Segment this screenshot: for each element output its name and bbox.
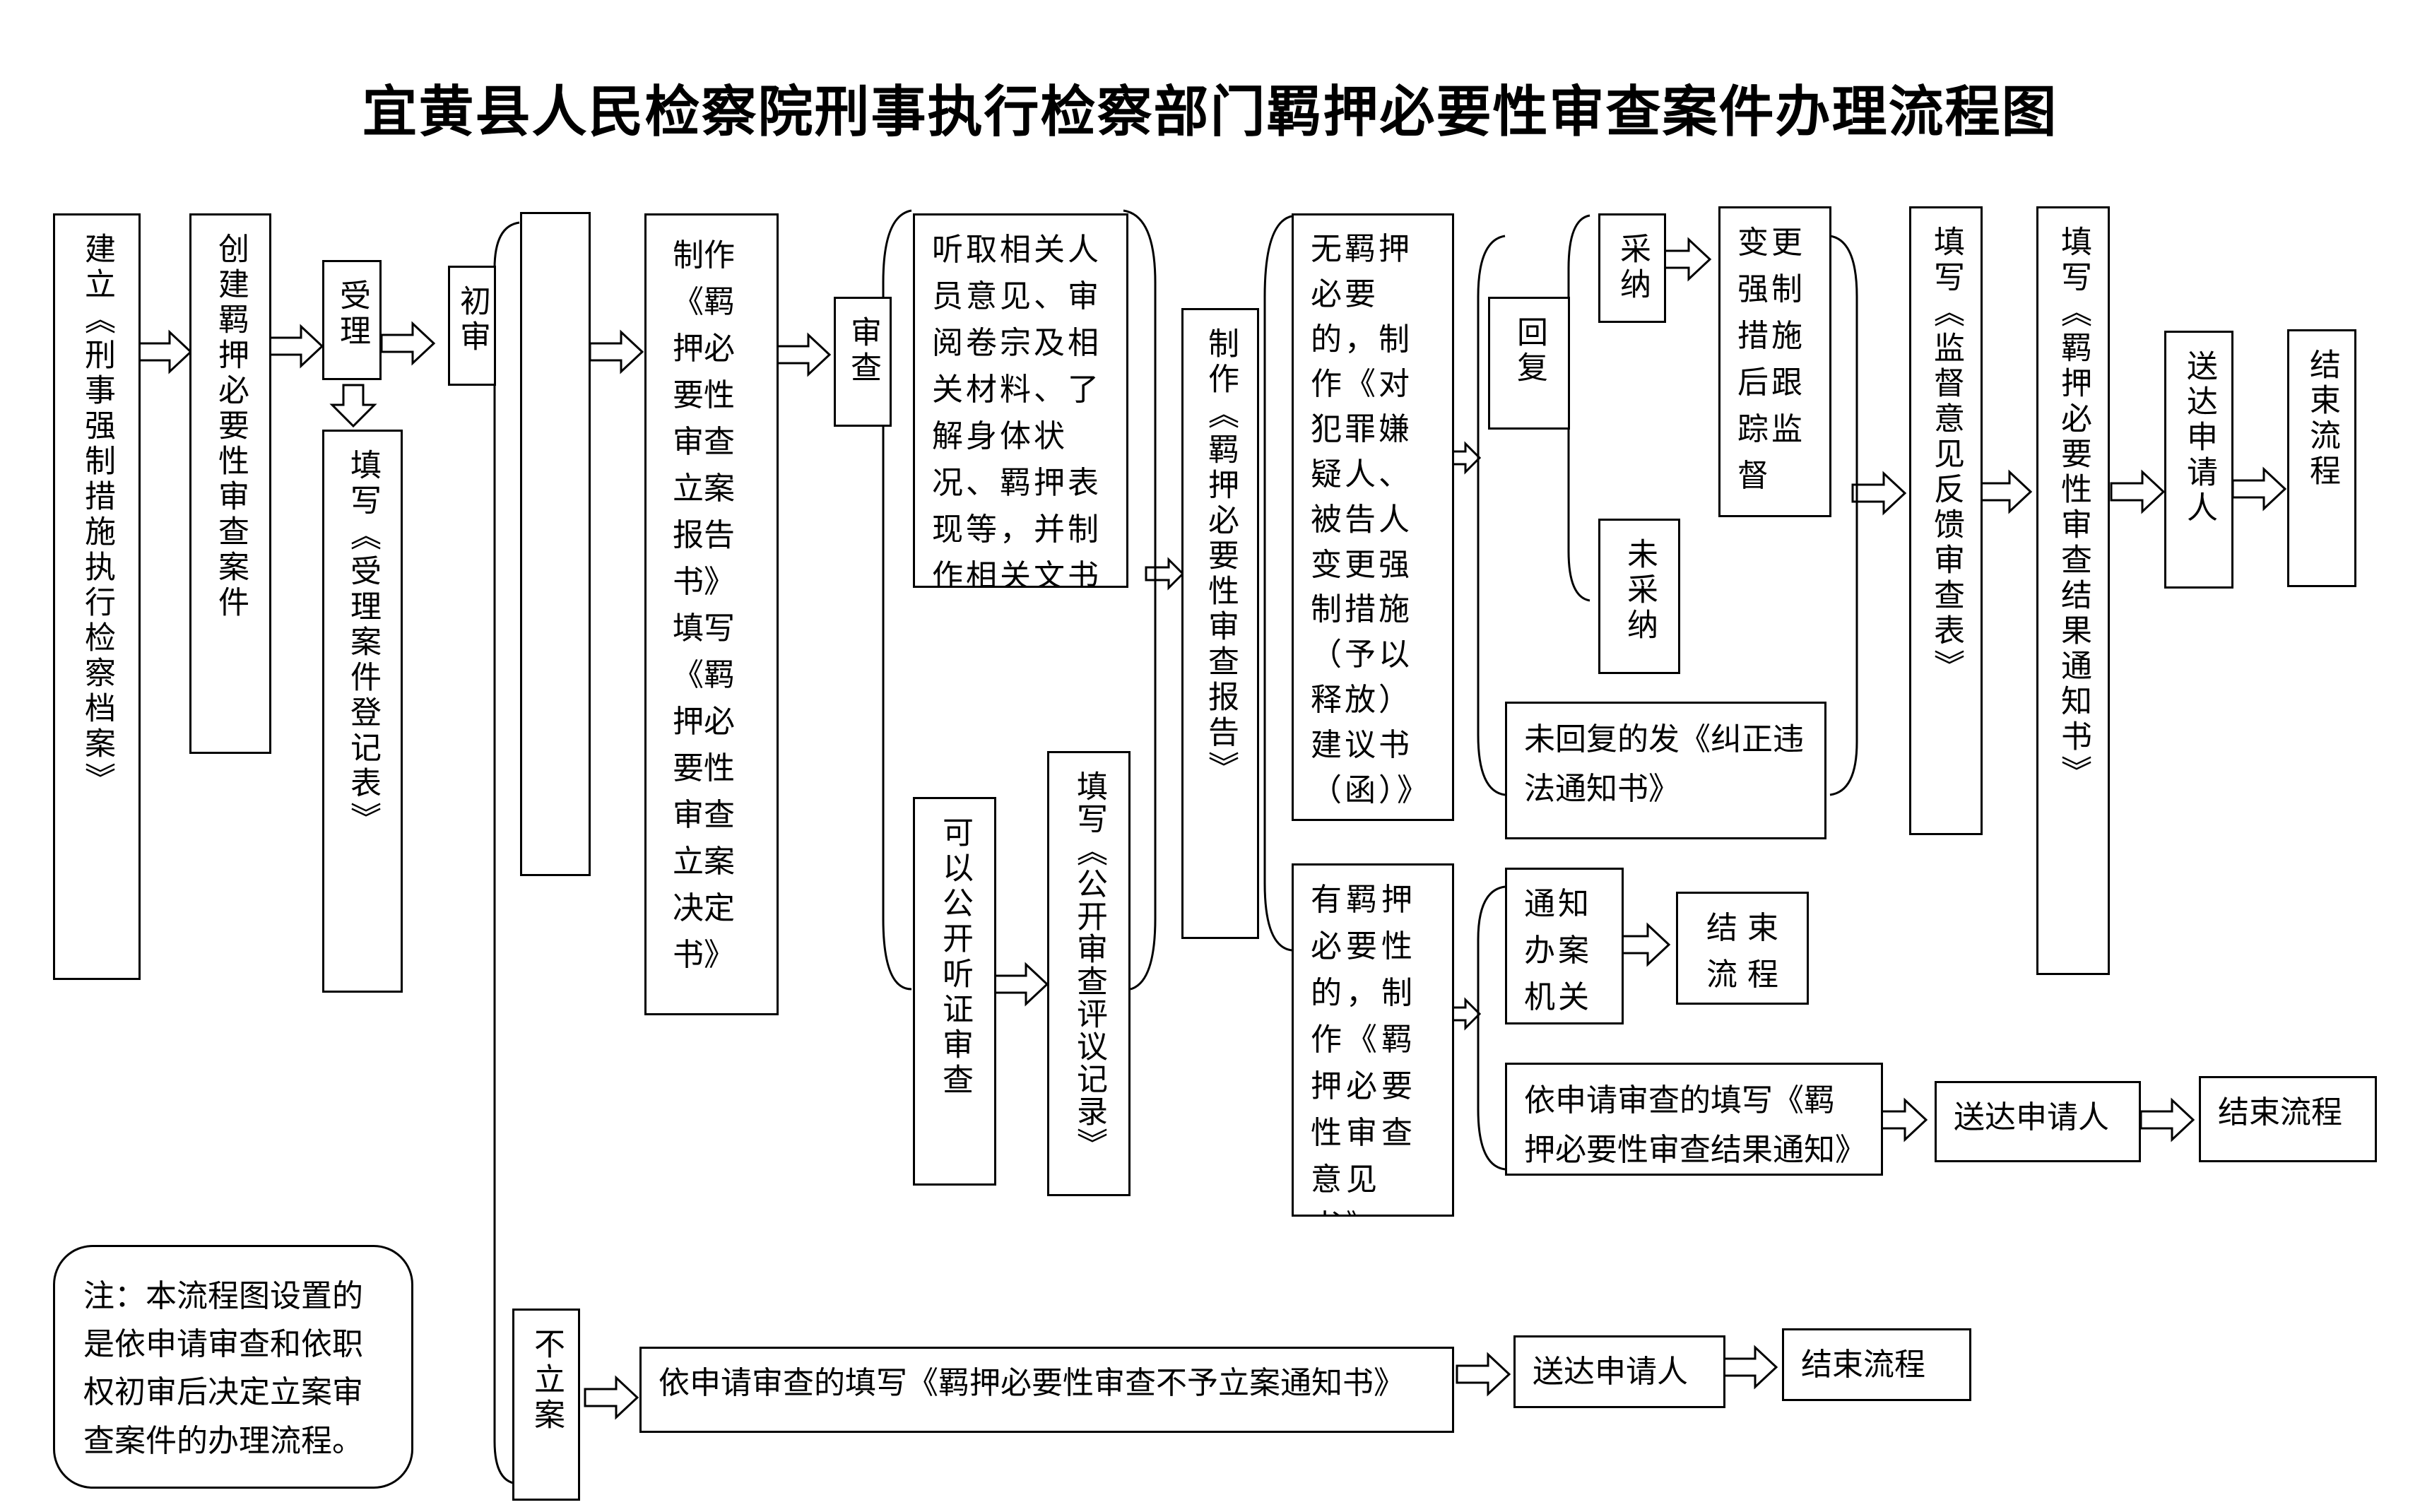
- node-hear-opinions: 听取相关人员意见、审阅卷宗及相关材料、了解身体状况、羁押表现等，并制作相关文书: [913, 213, 1128, 588]
- flow-arrow: [993, 963, 1049, 1005]
- node-label: 有羁押必要性的，制作《羁押必要性审查意见书》: [1311, 882, 1417, 1215]
- node-label: 通知办案机关: [1524, 886, 1592, 1015]
- node-label: 无羁押必要的，制作《对犯罪嫌疑人、被告人变更强制措施（予以释放）建议书（函）》送…: [1311, 231, 1431, 819]
- bracket-line: [1263, 215, 1292, 952]
- node-fill-no-filing-notice: 依申请审查的填写《羁押必要性审查不予立案通知书》: [639, 1347, 1454, 1433]
- node-label: 未回复的发《纠正违法通知书》: [1524, 721, 1804, 808]
- node-label: 依申请审查的填写《羁押必要性审查结果通知》: [1524, 1082, 1866, 1169]
- node-no-detention-need: 无羁押必要的，制作《对犯罪嫌疑人、被告人变更强制措施（予以释放）建议书（函）》送…: [1292, 213, 1454, 821]
- node-has-detention-need: 有羁押必要性的，制作《羁押必要性审查意见书》: [1292, 863, 1454, 1217]
- flow-arrow: [331, 384, 376, 427]
- flow-arrow: [137, 331, 192, 373]
- flow-arrow: [2231, 468, 2286, 510]
- node-label: 送达申请人: [1533, 1354, 1688, 1390]
- node-end-flow: 结束流程: [1782, 1328, 1971, 1401]
- node-label: 不立案: [529, 1328, 565, 1434]
- node-label: 送达申请人: [1954, 1099, 2109, 1135]
- node-review: 审查: [834, 297, 892, 427]
- flow-arrow: [1615, 923, 1670, 966]
- bracket-line: [1567, 214, 1590, 602]
- bracket-line: [1123, 209, 1157, 991]
- node-label: 结束流程: [2218, 1094, 2342, 1130]
- node-label: 送达申请人: [2181, 350, 2217, 526]
- node-notify-agency: 通知办案机关: [1505, 868, 1624, 1024]
- node-label: 听取相关人员意见、审阅卷宗及相关材料、了解身体状况、羁押表现等，并制作相关文书: [932, 232, 1102, 588]
- node-label: 审查: [845, 316, 881, 386]
- node-label: 填写《羁押必要性审查结果通知书》: [2055, 225, 2091, 791]
- bracket-line: [1477, 885, 1506, 1171]
- node-label: 填写《公开审查评议记录》: [1071, 770, 1107, 1160]
- node-fill-result-notice-application: 依申请审查的填写《羁押必要性审查结果通知》: [1505, 1063, 1883, 1176]
- node-label: 填写《监督意见反馈审查表》: [1928, 225, 1964, 685]
- node-label: 制作《羁押必要性审查立案报告书》填写《羁押必要性审查立案决定书》: [673, 237, 735, 973]
- node-track-supervision: 变更强制措施后跟踪监督: [1718, 206, 1831, 517]
- flow-arrow: [1723, 1346, 1778, 1388]
- node-label: 初审: [454, 285, 490, 355]
- node-label: 变更强制措施后跟踪监督: [1737, 225, 1805, 494]
- flow-arrow: [1977, 471, 2032, 513]
- flow-arrow: [2110, 471, 2165, 513]
- node-file-case: 立 案: [520, 212, 591, 876]
- flow-arrow: [1145, 558, 1184, 589]
- node-label: 创建羁押必要性审查案件: [213, 232, 249, 621]
- bracket-line: [882, 209, 912, 991]
- node-label: 未采纳: [1622, 538, 1658, 644]
- note-box: 注：本流程图设置的是依申请审查和依职权初审后决定立案审查案件的办理流程。: [53, 1245, 413, 1489]
- node-initial-review: 初审: [448, 266, 496, 386]
- flow-arrow: [380, 322, 435, 365]
- bracket-line: [1829, 235, 1858, 796]
- node-label: 制作《羁押必要性审查报告》: [1203, 327, 1239, 786]
- node-not-adopted: 未采纳: [1598, 519, 1680, 674]
- node-label: 填写《受理案件登记表》: [345, 449, 381, 837]
- node-label: 回复: [1511, 316, 1547, 386]
- node-accept: 受理: [322, 260, 382, 380]
- node-establish-archive: 建立《刑事强制措施执行检察档案》: [53, 213, 141, 980]
- flow-arrow: [2139, 1099, 2195, 1141]
- node-deliver-applicant: 送达申请人: [1513, 1335, 1725, 1408]
- node-no-reply-notice: 未回复的发《纠正违法通知书》: [1505, 702, 1826, 839]
- node-deliver-applicant: 送达申请人: [1935, 1081, 2141, 1162]
- node-label: 结束流程: [1801, 1347, 1925, 1383]
- flow-arrow: [589, 331, 644, 373]
- node-fill-public-review-record: 填写《公开审查评议记录》: [1047, 751, 1131, 1196]
- node-no-filing: 不立案: [512, 1309, 580, 1501]
- flow-arrow: [584, 1376, 639, 1419]
- bracket-line: [493, 221, 520, 1485]
- node-make-review-report: 制作《羁押必要性审查报告》: [1181, 308, 1259, 939]
- node-end-flow: 结束流程: [2287, 329, 2356, 587]
- flow-arrow: [268, 325, 324, 367]
- node-adopted: 采纳: [1598, 213, 1666, 323]
- node-label: 结 束 流 程: [1706, 910, 1778, 993]
- node-label: 受理: [334, 279, 370, 350]
- node-label: 立 案: [522, 214, 589, 874]
- node-label: 建立《刑事强制措施执行检察档案》: [79, 232, 115, 798]
- node-fill-accept-register: 填写《受理案件登记表》: [322, 430, 403, 993]
- diagram-title: 宜黄县人民检察院刑事执行检察部门羁押必要性审查案件办理流程图: [362, 80, 2058, 144]
- node-public-hearing: 可以公开听证审查: [913, 797, 996, 1186]
- node-label: 依申请审查的填写《羁押必要性审查不予立案通知书》: [659, 1365, 1405, 1401]
- note-text: 注：本流程图设置的是依申请审查和依职权初审后决定立案审查案件的办理流程。: [83, 1278, 363, 1459]
- node-label: 可以公开听证审查: [937, 816, 973, 1099]
- flow-arrow: [776, 333, 831, 376]
- node-end-flow: 结束流程: [2199, 1076, 2377, 1162]
- node-deliver-applicant: 送达申请人: [2164, 331, 2233, 589]
- flow-arrow: [1851, 472, 1906, 514]
- node-make-filing-report: 制作《羁押必要性审查立案报告书》填写《羁押必要性审查立案决定书》: [644, 213, 779, 1015]
- node-label: 结束流程: [2304, 348, 2340, 490]
- node-fill-result-notice: 填写《羁押必要性审查结果通知书》: [2036, 206, 2110, 975]
- flow-arrow: [1456, 1353, 1511, 1395]
- node-end-flow: 结 束 流 程: [1676, 892, 1809, 1005]
- node-label: 采纳: [1615, 232, 1651, 303]
- bracket-line: [1477, 235, 1506, 796]
- node-create-case: 创建羁押必要性审查案件: [189, 213, 271, 754]
- node-reply: 回复: [1488, 297, 1570, 430]
- node-fill-feedback-form: 填写《监督意见反馈审查表》: [1909, 206, 1983, 835]
